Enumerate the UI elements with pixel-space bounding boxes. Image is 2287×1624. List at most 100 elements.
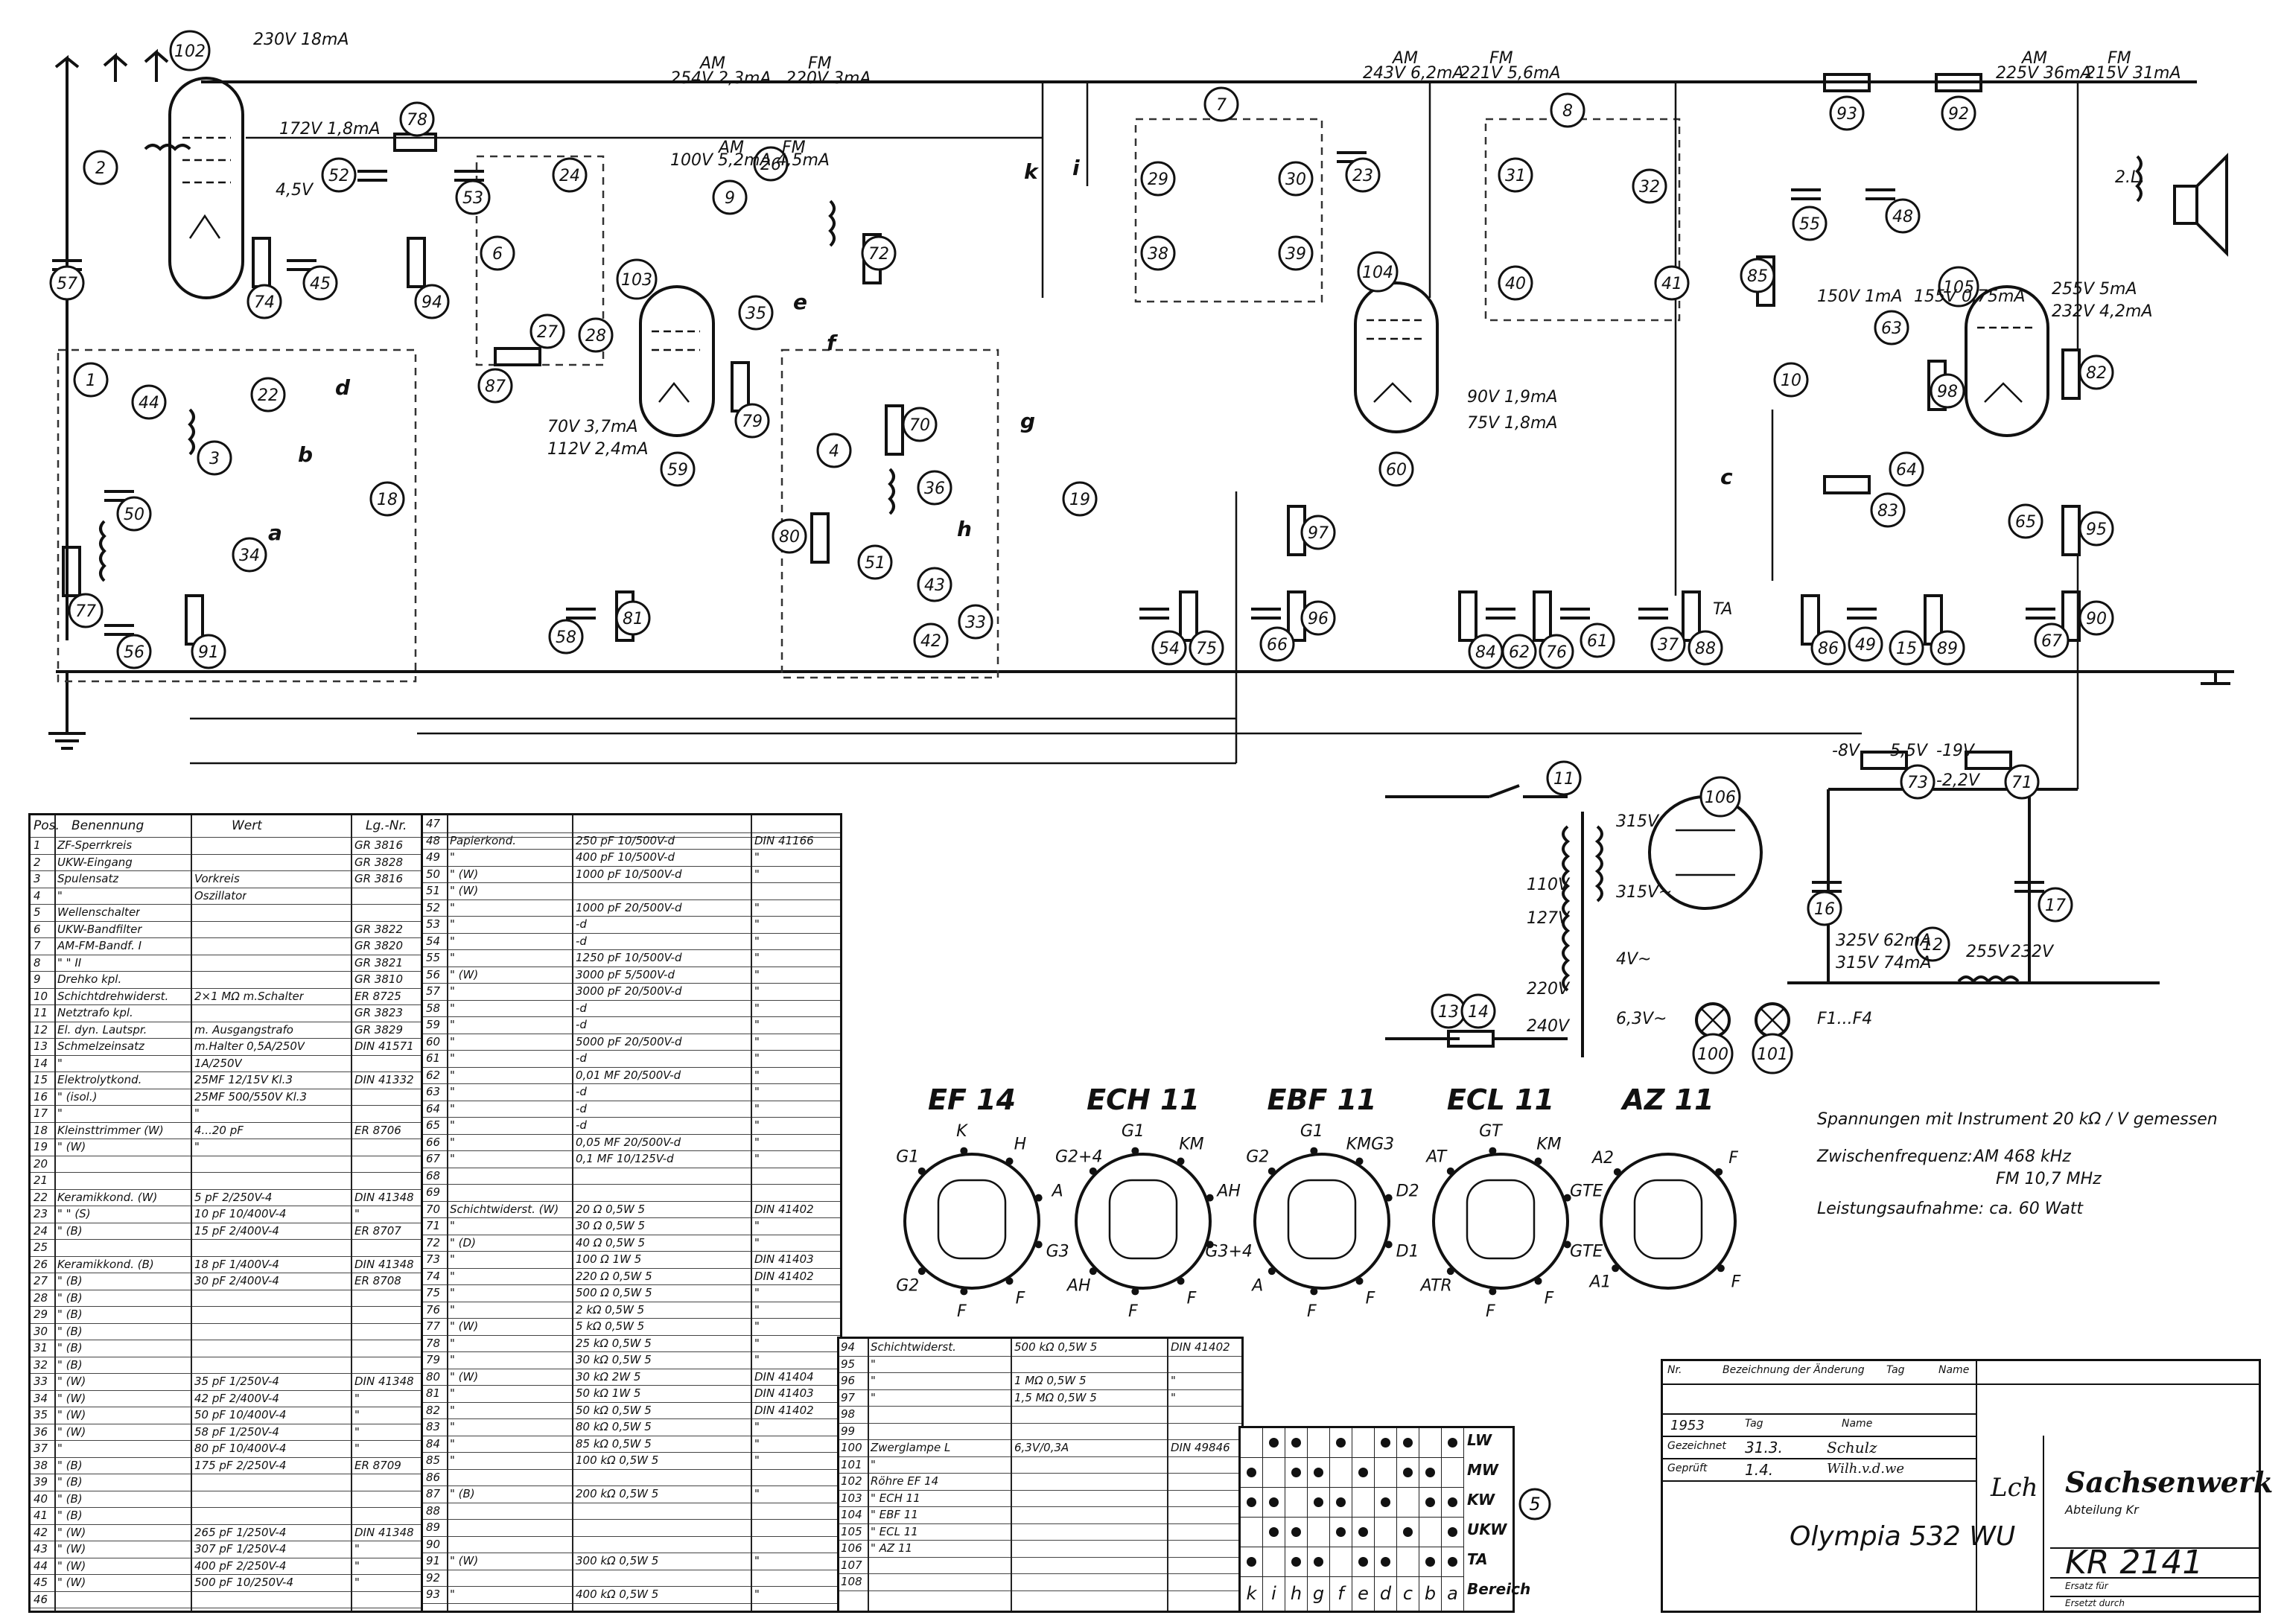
component-73-label: 73 <box>1907 774 1928 792</box>
parts-cell-n: 28 <box>34 1290 48 1305</box>
parts-cell-n: 23 <box>34 1207 48 1220</box>
parts-cell-val: 5 kΩ 0,5W 5 <box>576 1319 645 1333</box>
parts-cell-val: 1250 pF 10/500V-d <box>576 951 682 964</box>
parts-cell-name: " <box>450 1219 455 1232</box>
component-60: 60 <box>1378 451 1414 487</box>
parts-row: 79"30 kΩ 0,5W 5" <box>423 1351 840 1369</box>
parts-cell-lg: DIN 41348 <box>354 1257 414 1271</box>
component-4: 4 <box>816 433 852 468</box>
parts-cell-name: " (W) <box>450 1369 479 1383</box>
resistors <box>62 73 2081 770</box>
component-49-label: 49 <box>1855 636 1876 655</box>
parts-cell-name: " <box>450 917 455 931</box>
tube-pin-label: G1 <box>1300 1122 1323 1141</box>
component-74: 74 <box>246 284 282 319</box>
switch-cell <box>1375 1547 1397 1577</box>
parts-row: 19" (W)" <box>31 1139 424 1156</box>
parts-cell-n: 87 <box>426 1487 441 1500</box>
tube-pin-label: G1 <box>1122 1122 1145 1141</box>
parts-cell-lg: " <box>754 1336 760 1350</box>
switch-cell <box>1285 1428 1308 1458</box>
parts-cell-lg: DIN 41403 <box>754 1252 814 1266</box>
component-86-label: 86 <box>1818 640 1839 658</box>
switch-c: c <box>1720 465 1733 489</box>
parts-row: 4"Oszillator <box>31 888 424 905</box>
tube-pinout-title: AZ 11 <box>1620 1083 1714 1116</box>
switch-cell <box>1352 1547 1375 1577</box>
parts-row: 51" (W) <box>423 882 840 900</box>
component-8: 8 <box>1550 92 1585 128</box>
switch-dot <box>1448 1438 1457 1448</box>
coils <box>99 144 2143 992</box>
parts-row: 25 <box>31 1239 424 1257</box>
tube-pin-label: F <box>1187 1289 1197 1308</box>
parts-cell-lg: " <box>754 1068 760 1082</box>
parts-row: 17"" <box>31 1105 424 1123</box>
parts-cell-lg: " <box>754 1319 760 1333</box>
parts-cell-lg: GR 3823 <box>354 1006 403 1019</box>
v105-fm-mark: FM <box>2108 49 2131 68</box>
parts-cell-val: 30 kΩ 0,5W 5 <box>576 1353 652 1366</box>
component-61-label: 61 <box>1587 632 1608 651</box>
parts-cell-val: 20 Ω 0,5W 5 <box>576 1202 646 1216</box>
parts-row: 108 <box>839 1573 1241 1591</box>
speaker-icon <box>2173 153 2228 257</box>
parts-cell-n: 26 <box>34 1257 48 1271</box>
parts-cell-n: 83 <box>426 1420 441 1433</box>
tb-gep: Geprüft <box>1667 1462 1708 1474</box>
parts-cell-val: -d <box>576 934 587 948</box>
parts-row: 31" (B) <box>31 1340 424 1357</box>
parts-cell-name: " (W) <box>57 1408 86 1421</box>
tr-110v: 110V <box>1527 876 1571 894</box>
parts-cell-lg: " <box>754 1152 760 1165</box>
parts-cell-lg: DIN 49846 <box>1171 1441 1230 1454</box>
component-62: 62 <box>1501 634 1537 669</box>
switch-dot <box>1269 1527 1279 1537</box>
note-if-fm: FM 10,7 MHz <box>1996 1170 2102 1188</box>
parts-cell-name: " (isol.) <box>57 1089 98 1104</box>
component-8-label: 8 <box>1562 102 1573 121</box>
switch-cell <box>1419 1518 1442 1547</box>
parts-row: 35" (W)50 pF 10/400V-4" <box>31 1407 424 1424</box>
v104-fm-mark: FM <box>1489 49 1513 68</box>
parts-cell-n: 57 <box>426 984 441 998</box>
parts-cell-name: " <box>450 1118 455 1132</box>
component-6-label: 6 <box>492 245 503 264</box>
switch-col-label: c <box>1397 1577 1419 1611</box>
component-67-label: 67 <box>2041 632 2062 651</box>
v26-am-mark: AM <box>717 138 744 157</box>
parts-row: 36" (W)58 pF 1/250V-4" <box>31 1424 424 1441</box>
component-89-label: 89 <box>1937 640 1958 658</box>
parts-row: 105" ECL 11 <box>839 1523 1241 1541</box>
parts-cell-name: " <box>450 1085 455 1098</box>
component-12-label: 12 <box>1922 936 1943 955</box>
component-30: 30 <box>1278 161 1314 197</box>
component-66-label: 66 <box>1267 636 1288 655</box>
component-23: 23 <box>1345 157 1381 193</box>
tr-filaments: F1...F4 <box>1817 1010 1872 1028</box>
parts-cell-val: -d <box>576 1001 587 1015</box>
switch-cell <box>1375 1488 1397 1518</box>
parts-cell-n: 80 <box>426 1369 441 1383</box>
parts-cell-n: 102 <box>841 1474 862 1488</box>
component-29-label: 29 <box>1148 171 1168 189</box>
if-filter-1-box <box>1134 118 1323 303</box>
parts-cell-n: 45 <box>34 1576 48 1589</box>
parts-cell-val: 0,1 MF 10/125V-d <box>576 1152 674 1165</box>
component-58: 58 <box>548 619 584 655</box>
component-26-label: 26 <box>760 156 781 174</box>
parts-cell-name: " (W) <box>57 1525 86 1539</box>
switch-cell <box>1397 1428 1419 1458</box>
switch-dot <box>1336 1527 1346 1537</box>
parts-cell-n: 46 <box>34 1592 48 1606</box>
component-98-label: 98 <box>1937 383 1958 401</box>
parts-cell-val: 1000 pF 20/500V-d <box>576 900 682 914</box>
